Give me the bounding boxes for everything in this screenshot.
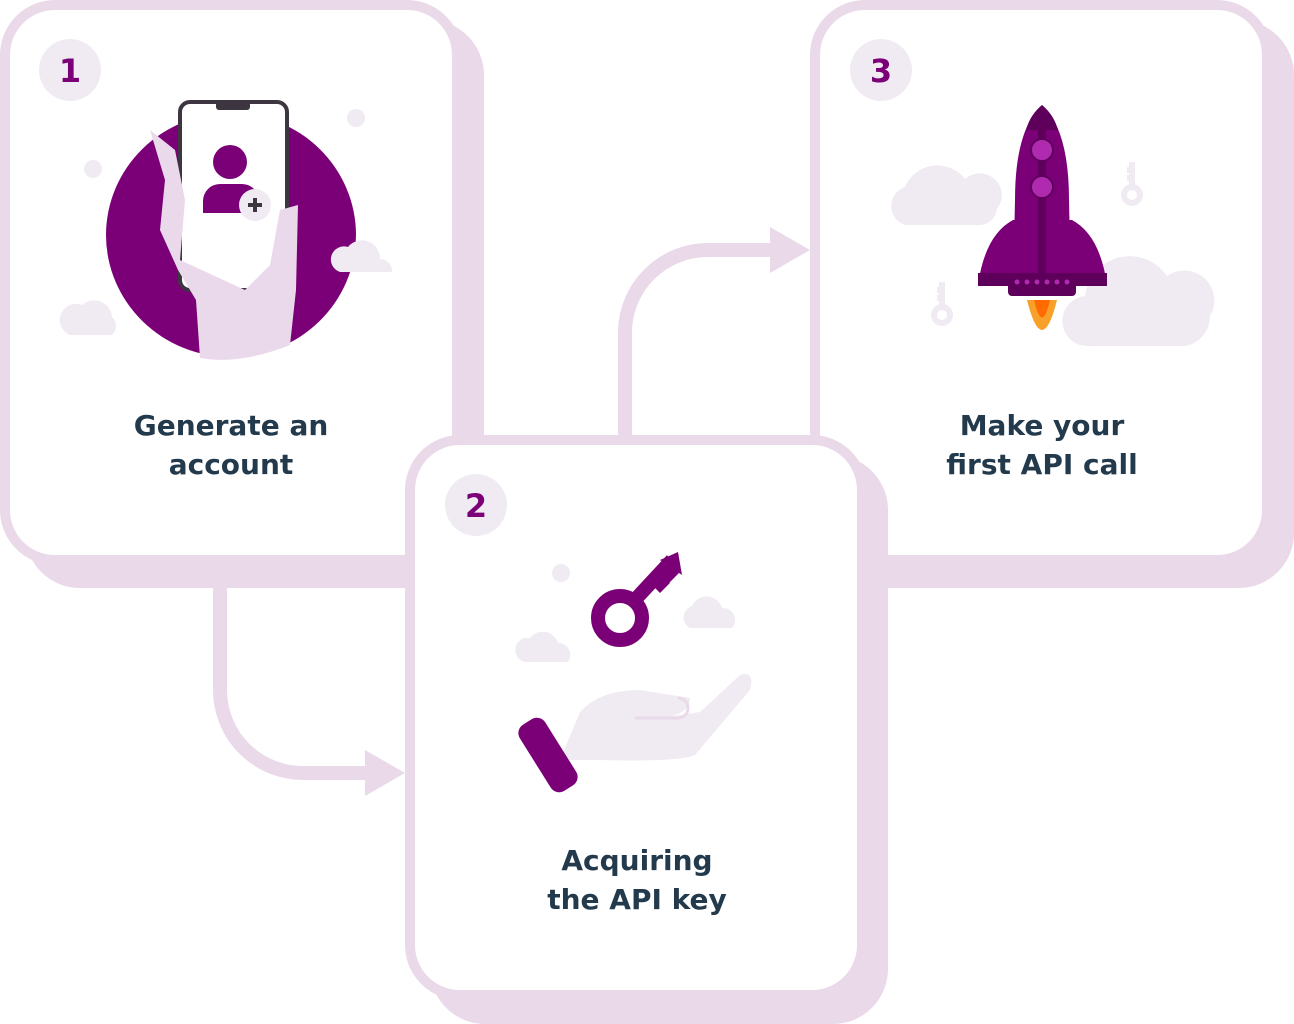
connector-1-to-2 (213, 580, 375, 780)
arrow-head-1-to-2 (365, 750, 405, 796)
step-card-3: 3 Make your first API call (810, 0, 1294, 588)
key-outline-icon (931, 282, 953, 326)
step-title-3-line2: first API call (946, 448, 1137, 481)
step-title-2-line2: the API key (547, 883, 727, 916)
step-number-1: 1 (59, 52, 81, 90)
step-title-1-line2: account (169, 448, 294, 481)
key-outline-icon (1121, 162, 1143, 206)
step-card-2: 2 Acquiring the API key (405, 435, 888, 1024)
step-title-2-line1: Acquiring (561, 844, 712, 877)
step-badge-2 (445, 474, 507, 536)
key-icon (591, 552, 682, 647)
key-in-hand-illustration (515, 552, 752, 793)
connector-2-to-3 (618, 243, 780, 440)
step-badge-1 (39, 39, 101, 101)
step-title-3-line1: Make your (960, 409, 1125, 442)
step-title-1-line1: Generate an (134, 409, 329, 442)
step-badge-3 (850, 39, 912, 101)
step-number-2: 2 (465, 487, 487, 525)
rocket-illustration (891, 105, 1215, 347)
step-number-3: 3 (870, 52, 892, 90)
step-card-1: 1 Generate an account (0, 0, 484, 588)
arrow-head-2-to-3 (770, 227, 810, 273)
phone-account-illustration (59, 100, 393, 360)
